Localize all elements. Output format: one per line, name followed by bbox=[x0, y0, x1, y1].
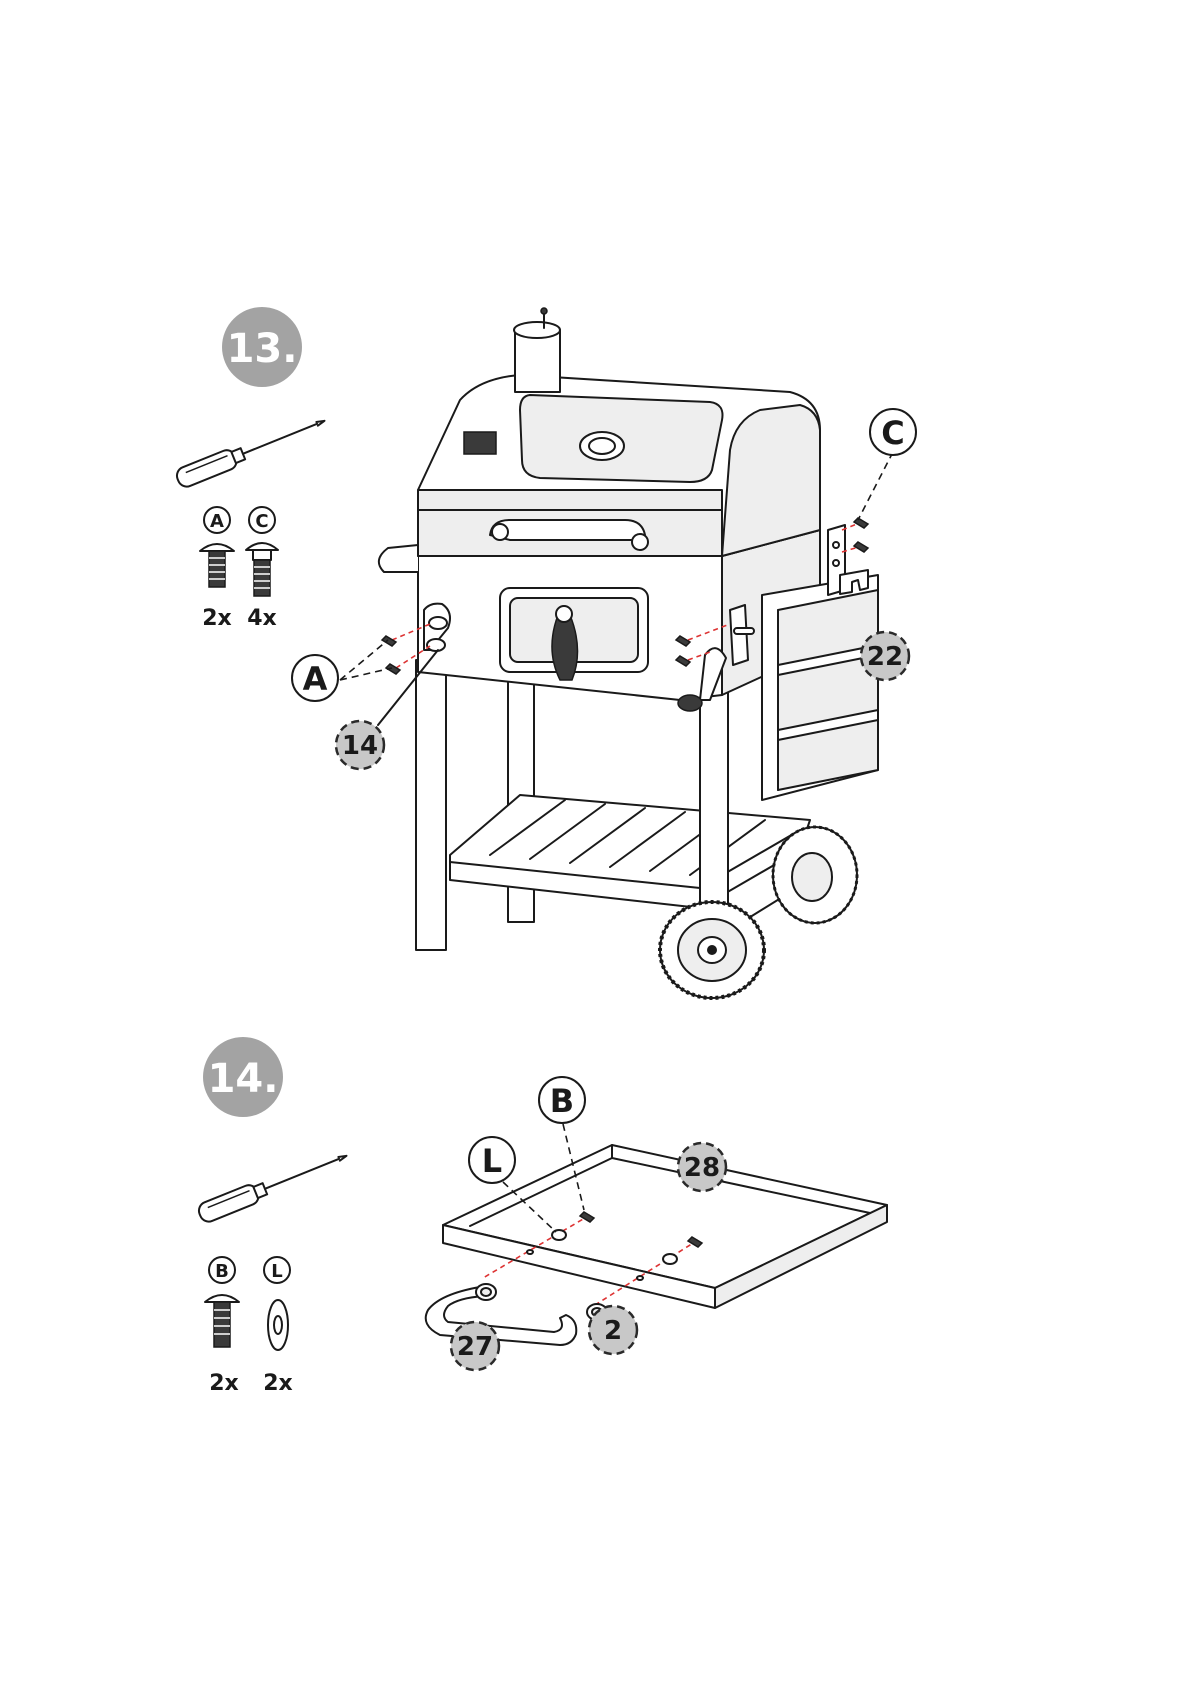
part-badge-28: 28 bbox=[678, 1143, 726, 1191]
chimney bbox=[514, 308, 560, 392]
step-14-number: 14. bbox=[208, 1056, 279, 1102]
callout-a: A bbox=[292, 640, 392, 701]
grill-lid bbox=[418, 375, 820, 556]
hardware-c-letter: C bbox=[255, 511, 268, 532]
part-number-14: 14 bbox=[342, 731, 378, 761]
hardware-b-letter: B bbox=[215, 1261, 229, 1282]
hardware-b-qty: 2x bbox=[209, 1371, 239, 1396]
callout-b-letter: B bbox=[550, 1082, 574, 1120]
step-13-badge: 13. bbox=[222, 307, 302, 387]
hardware-a-letter: A bbox=[210, 511, 224, 532]
step-14-badge: 14. bbox=[203, 1037, 283, 1117]
hardware-a-qty: 2x bbox=[202, 606, 232, 631]
part-number-27: 27 bbox=[457, 1332, 493, 1362]
part-badge-27: 27 bbox=[451, 1322, 499, 1370]
step-13: 13. A 2x C bbox=[174, 307, 916, 998]
screw-c-icon bbox=[246, 543, 278, 596]
screwdriver-icon bbox=[196, 1147, 350, 1225]
lid-logo bbox=[464, 432, 496, 454]
part-number-28: 28 bbox=[684, 1153, 720, 1183]
hardware-c-qty: 4x bbox=[247, 606, 277, 631]
callout-l-letter: L bbox=[482, 1142, 502, 1180]
front-wheel bbox=[660, 902, 764, 998]
part-badge-2: 2 bbox=[589, 1306, 637, 1354]
washer-l-icon bbox=[268, 1300, 288, 1350]
lid-handle bbox=[490, 520, 645, 540]
step-13-number: 13. bbox=[227, 326, 298, 372]
callout-a-letter: A bbox=[303, 660, 328, 698]
bottom-shelf bbox=[450, 795, 810, 908]
grill-illustration bbox=[379, 308, 878, 998]
screw-b-icon bbox=[205, 1295, 239, 1347]
hardware-l-qty: 2x bbox=[263, 1371, 293, 1396]
hardware-c: C 4x bbox=[246, 507, 278, 631]
callout-c: C bbox=[858, 409, 916, 520]
hardware-a: A 2x bbox=[200, 507, 234, 631]
part-badge-22: 22 bbox=[861, 632, 909, 680]
step-14: 14. B 2x L bbox=[196, 1037, 887, 1396]
screwdriver-icon bbox=[174, 412, 328, 490]
callout-c-letter: C bbox=[881, 414, 904, 452]
rear-wheel bbox=[773, 827, 857, 923]
part-number-22: 22 bbox=[867, 642, 903, 672]
hardware-b: B 2x bbox=[205, 1257, 239, 1396]
ash-door-handle bbox=[552, 615, 578, 680]
grill-front-leg-left bbox=[416, 660, 446, 950]
hardware-l-letter: L bbox=[271, 1261, 282, 1282]
screw-a-icon bbox=[200, 544, 234, 587]
left-side-handle bbox=[379, 545, 418, 572]
part-number-2: 2 bbox=[604, 1316, 622, 1346]
hardware-l: L 2x bbox=[263, 1257, 293, 1396]
grill-front-leg-right bbox=[700, 682, 728, 922]
